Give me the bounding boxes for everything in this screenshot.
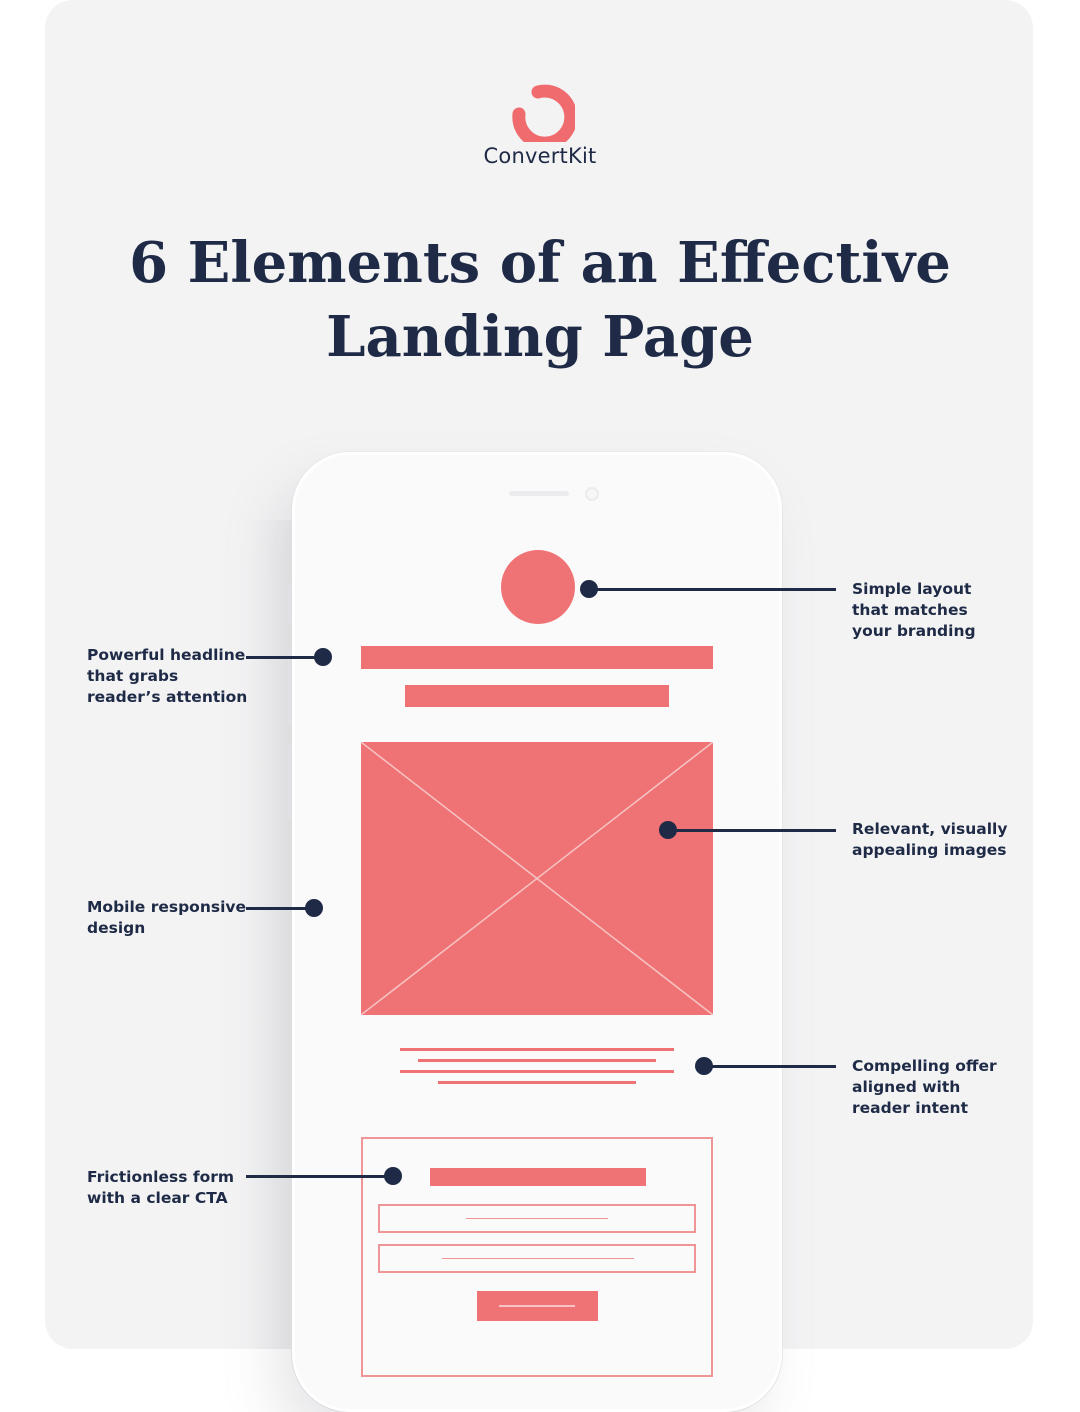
wireframe-form-field xyxy=(378,1204,696,1233)
annotation-dot-headline xyxy=(314,648,332,666)
convertkit-logo-icon xyxy=(512,84,575,142)
annotation-offer: Compelling offer aligned with reader int… xyxy=(852,1057,997,1117)
wireframe-offer-line xyxy=(418,1059,656,1062)
wireframe-subheadline-bar xyxy=(405,685,669,707)
wireframe-headline-bar xyxy=(361,646,713,669)
phone-volume-up-button xyxy=(288,650,294,725)
annotation-line-simple-layout xyxy=(589,588,836,591)
phone-side-button xyxy=(288,585,294,623)
annotation-mobile: Mobile responsive design xyxy=(87,898,247,937)
annotation-simple-layout: Simple layout that matches your branding xyxy=(852,580,976,640)
wireframe-form-title-bar xyxy=(430,1168,646,1186)
phone-power-button xyxy=(780,680,786,790)
wireframe-offer-line xyxy=(438,1081,636,1084)
annotation-dot-mobile xyxy=(305,899,323,917)
wireframe-cta-button xyxy=(477,1291,598,1321)
wireframe-offer-line xyxy=(400,1048,674,1051)
annotation-line-headline xyxy=(246,656,323,659)
brand-name: ConvertKit xyxy=(483,144,597,168)
annotation-form: Frictionless form with a clear CTA xyxy=(87,1168,235,1207)
phone-speaker xyxy=(509,491,569,496)
phone-volume-down-button xyxy=(288,745,294,820)
annotation-dot-form xyxy=(384,1167,402,1185)
wireframe-offer-line xyxy=(400,1070,674,1073)
phone-camera xyxy=(585,487,599,501)
annotation-images: Relevant, visually appealing images xyxy=(852,820,1008,859)
annotation-headline: Powerful headline that grabs reader’s at… xyxy=(87,646,248,706)
annotation-line-mobile xyxy=(246,907,314,910)
annotation-line-form xyxy=(246,1175,393,1178)
wireframe-form-field xyxy=(378,1244,696,1273)
wireframe-image-placeholder xyxy=(361,742,713,1015)
title-line-1: 6 Elements of an Effective xyxy=(129,230,951,296)
annotation-line-offer xyxy=(704,1065,836,1068)
page-title: 6 Elements of an Effective Landing Page xyxy=(0,226,1080,374)
wireframe-logo-circle xyxy=(501,550,575,624)
brand-logo: ConvertKit xyxy=(0,78,1080,168)
title-line-2: Landing Page xyxy=(326,304,754,370)
annotation-line-images xyxy=(668,829,836,832)
